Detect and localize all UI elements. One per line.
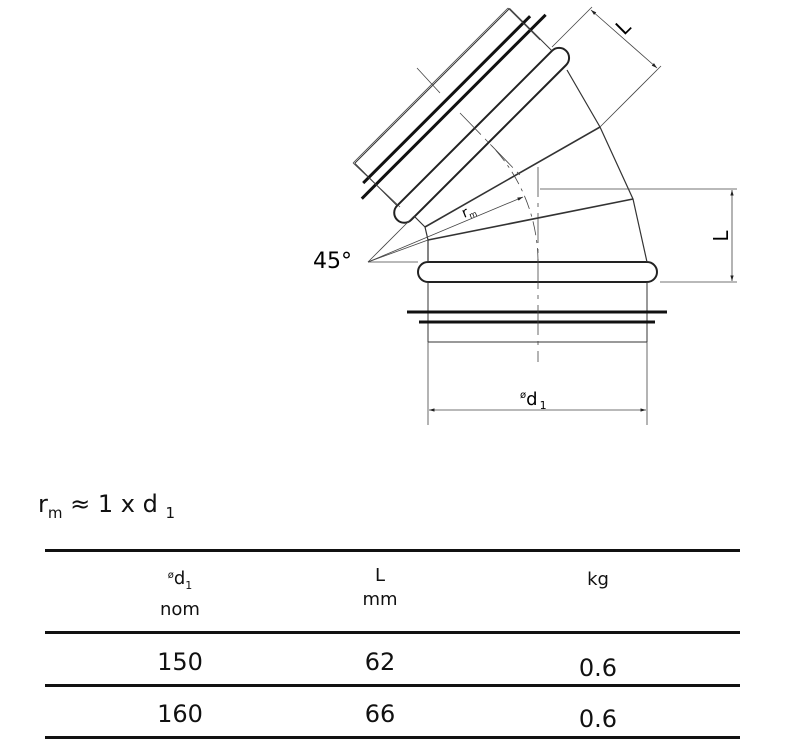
top-extension-lines: [352, 7, 541, 208]
row2-diameter: 160: [157, 700, 203, 728]
header-weight: kg: [538, 568, 658, 592]
table-bottom-rule: [45, 736, 740, 739]
header-diameter-symbol: ø: [167, 570, 174, 581]
radius-label: rm: [460, 202, 479, 223]
row2-weight: 0.6: [578, 705, 618, 733]
row2-length: 66: [364, 700, 396, 728]
angle-label: 45°: [313, 249, 352, 274]
formula-d-sub: 1: [165, 504, 176, 522]
elbow-segments: [413, 69, 648, 263]
header-diameter-sub: 1: [185, 579, 193, 592]
table-row-rule: [45, 684, 740, 687]
bottom-socket: [405, 260, 669, 344]
header-length: L mm: [320, 564, 440, 612]
header-diameter-unit: nom: [160, 599, 200, 620]
formula-text: ≈ 1 x d: [62, 490, 166, 518]
header-diameter: ød1 nom: [120, 564, 240, 622]
length-dimension-top: [551, 6, 662, 128]
table-top-rule: [45, 549, 740, 552]
header-length-unit: mm: [362, 589, 398, 610]
formula-r: r: [38, 490, 48, 518]
row1-length: 62: [364, 648, 396, 676]
diameter-dimension: [427, 342, 648, 425]
top-socket: [339, 0, 583, 236]
header-length-main: L: [374, 565, 386, 586]
header-weight-main: kg: [587, 569, 609, 590]
radius-formula: rm ≈ 1 x d 1: [38, 490, 175, 522]
header-diameter-main: d: [173, 568, 186, 589]
row1-weight: 0.6: [578, 654, 618, 682]
length-label-right: L: [709, 230, 733, 242]
row1-diameter: 150: [157, 648, 203, 676]
length-dimension-right: [540, 188, 737, 283]
length-label-top: L: [611, 14, 636, 39]
formula-r-sub: m: [47, 504, 63, 522]
construction-lines: [367, 112, 539, 362]
table-header-rule: [45, 631, 740, 634]
